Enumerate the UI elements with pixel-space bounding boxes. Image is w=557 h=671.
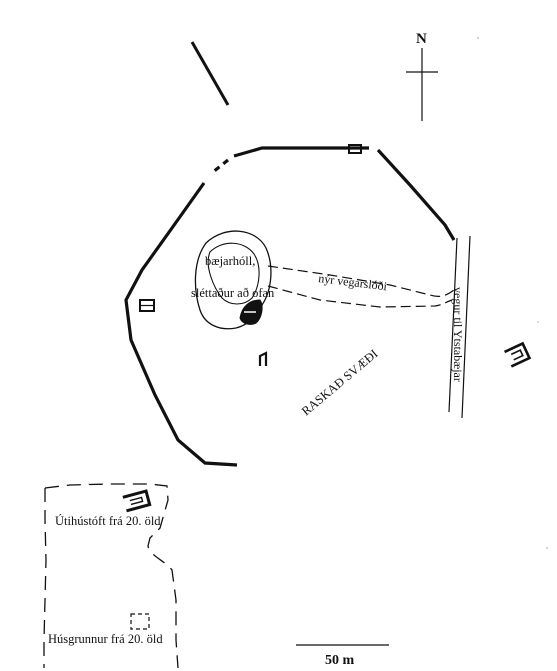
ruin-east-of-road <box>504 341 532 368</box>
north-label: N <box>416 31 427 47</box>
ruin-on-north-wall <box>348 144 362 154</box>
new-track: nýr vegarslóði <box>267 265 455 308</box>
house-foundation-label: Húsgrunnur frá 20. öld <box>48 632 163 646</box>
outbuilding-ruin <box>122 489 152 513</box>
lower-area-boundary <box>43 483 179 669</box>
house-foundation <box>130 613 150 630</box>
enclosure-wall <box>124 146 456 467</box>
small-ruin-south-of-mound <box>258 351 268 366</box>
farm-mound-label-line1: bæjarhóll, <box>205 254 255 268</box>
outbuilding-ruin-label: Útihústóft frá 20. öld <box>55 514 161 528</box>
scale-bar: 50 m <box>296 644 389 668</box>
disturbed-area-label: RASKAÐ SVÆÐI <box>299 347 381 419</box>
scan-speck <box>537 321 539 323</box>
scan-speck <box>477 37 479 39</box>
new-track-label: nýr vegarslóði <box>318 271 389 293</box>
wall-fragment-northwest <box>190 41 230 106</box>
farm-mound: bæjarhóll, sléttaður að ofan <box>191 230 275 330</box>
scan-speck <box>546 547 548 549</box>
scale-bar-label: 50 m <box>325 653 355 668</box>
road: vegur til Ytstabæjar <box>448 235 471 419</box>
farm-mound-label-line2: sléttaður að ofan <box>191 286 275 300</box>
road-label: vegur til Ytstabæjar <box>451 287 465 382</box>
north-arrow: N <box>406 31 438 121</box>
